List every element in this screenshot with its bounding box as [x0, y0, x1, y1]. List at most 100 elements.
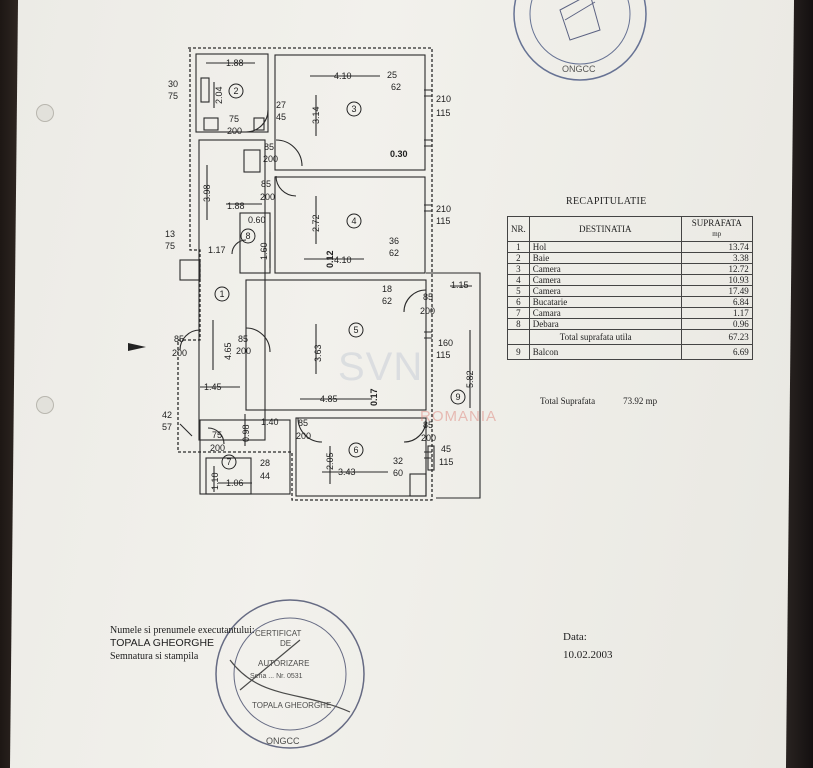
- dimension: 13: [165, 229, 175, 239]
- punch-hole: [36, 396, 54, 414]
- dimension: 28: [260, 458, 270, 468]
- dimension: 115: [436, 216, 450, 226]
- dimension: 210: [436, 94, 451, 104]
- dimension: 4.85: [320, 394, 338, 404]
- dimension: 32: [393, 456, 403, 466]
- dimension: 4.65: [223, 342, 233, 360]
- dimension: 200: [260, 192, 275, 202]
- dimension: 0.30: [390, 149, 408, 159]
- dimension: 0.17: [369, 388, 379, 406]
- header-suprafata: SUPRAFATA mp: [680, 216, 753, 242]
- room-label: 9: [455, 392, 460, 402]
- dimension: 62: [389, 248, 399, 258]
- dimension: 1.88: [226, 58, 244, 68]
- dimension: 200: [210, 443, 225, 453]
- svg-text:DE: DE: [280, 639, 291, 648]
- room-label: 3: [351, 104, 356, 114]
- room-label: 7: [226, 457, 231, 467]
- dimension: 1.60: [259, 242, 269, 260]
- dimension: 1.88: [227, 201, 245, 211]
- dimension: 75: [165, 241, 175, 251]
- dimension: 60: [393, 468, 403, 478]
- dimension: 4.10: [334, 71, 352, 81]
- recap-title: RECAPITULATIE: [566, 196, 647, 207]
- dimension: 200: [296, 431, 311, 441]
- watermark-logo: SVN: [338, 345, 424, 389]
- dimension: 2.05: [325, 452, 335, 470]
- svg-text:ONGCC: ONGCC: [562, 64, 596, 74]
- room-label: 4: [351, 216, 356, 226]
- dimension: 44: [260, 471, 270, 481]
- watermark-sub: ROMANIA: [420, 408, 498, 425]
- bottom-stamp: ONGCC CERTIFICAT DE AUTORIZARE Seria ...…: [215, 599, 365, 749]
- header-nr: NR.: [507, 216, 530, 242]
- dimension: 30: [168, 79, 178, 89]
- table-header-row: NR. DESTINATIA SUPRAFATA mp: [507, 216, 753, 242]
- dimension: 36: [389, 236, 399, 246]
- dimension: 0.12: [325, 250, 335, 268]
- date-value: 10.02.2003: [563, 649, 613, 661]
- svg-text:ONGCC: ONGCC: [266, 736, 300, 746]
- dimension: 85: [423, 292, 433, 302]
- dimension: 115: [436, 350, 450, 360]
- dimension: 1.15: [451, 280, 469, 290]
- dimension: 45: [276, 112, 286, 122]
- svg-text:Seria ... Nr. 0531: Seria ... Nr. 0531: [250, 673, 303, 680]
- dimension: 200: [236, 346, 251, 356]
- dimension: 57: [162, 422, 172, 432]
- dimension: 3.98: [202, 184, 212, 202]
- dimension: 2.72: [311, 214, 321, 232]
- dimension: 85: [423, 420, 433, 430]
- dimension: 200: [263, 154, 278, 164]
- dimension: 75: [229, 114, 239, 124]
- dimension: 18: [382, 284, 392, 294]
- dimension: 75: [168, 91, 178, 101]
- dimension: 25: [387, 70, 397, 80]
- room-circle: [228, 83, 244, 99]
- dimension: 200: [227, 126, 242, 136]
- dimension: 85: [174, 334, 184, 344]
- executant-name: TOPALA GHEORGHE: [110, 637, 215, 649]
- date-label: Data:: [563, 631, 587, 643]
- dimension: 160: [438, 338, 453, 348]
- punch-hole: [36, 104, 54, 122]
- dimension: 3.63: [313, 344, 323, 362]
- room-circle: [450, 389, 466, 405]
- dimension: 1.45: [204, 382, 222, 392]
- dimension: 1.06: [226, 478, 244, 488]
- room-label: 6: [353, 445, 358, 455]
- svg-text:AUTORIZARE: AUTORIZARE: [258, 659, 309, 668]
- dimension: 0.98: [241, 424, 251, 442]
- room-circle: [346, 213, 362, 229]
- dimension: 1.17: [208, 245, 226, 255]
- dimension: 115: [439, 457, 453, 467]
- room-label: 8: [245, 231, 250, 241]
- dimension: 27: [276, 100, 286, 110]
- svg-text:TOPALA GHEORGHE: TOPALA GHEORGHE: [252, 701, 331, 710]
- room-label: 5: [353, 325, 358, 335]
- svg-text:CERTIFICAT: CERTIFICAT: [255, 629, 301, 638]
- entrance-arrow: [128, 343, 146, 351]
- dimension: 0.60: [248, 215, 266, 225]
- dimension: 75: [212, 430, 222, 440]
- header-destinatia: DESTINATIA: [528, 216, 682, 242]
- room-label: 2: [233, 86, 238, 96]
- dimension: 115: [436, 108, 450, 118]
- dimension: 85: [264, 142, 274, 152]
- dimension: 5.82: [465, 370, 475, 388]
- dimension: 85: [261, 179, 271, 189]
- dimension: 210: [436, 204, 451, 214]
- room-label: 1: [219, 289, 224, 299]
- dimension: 62: [391, 82, 401, 92]
- dimension: 3.14: [311, 106, 321, 124]
